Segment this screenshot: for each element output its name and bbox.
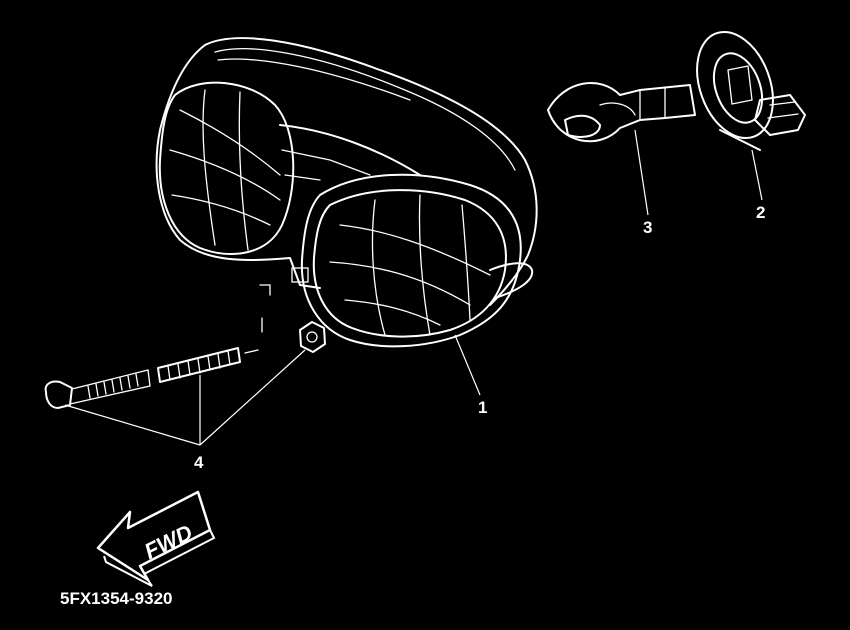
mounting-hardware [44, 284, 326, 409]
leader-lines [64, 129, 763, 446]
forward-arrow-icon: FWD [96, 490, 216, 587]
callout-3: 3 [643, 218, 652, 237]
headlight-assembly [155, 37, 538, 348]
callout-1: 1 [478, 398, 487, 417]
bulb [547, 82, 696, 143]
spring [157, 347, 241, 383]
bolt-head [44, 380, 73, 409]
nut [299, 321, 326, 353]
callout-2: 2 [756, 203, 765, 222]
part-number: 5FX1354-9320 [60, 589, 172, 608]
bulb-socket [696, 30, 806, 151]
callout-4: 4 [194, 453, 204, 472]
